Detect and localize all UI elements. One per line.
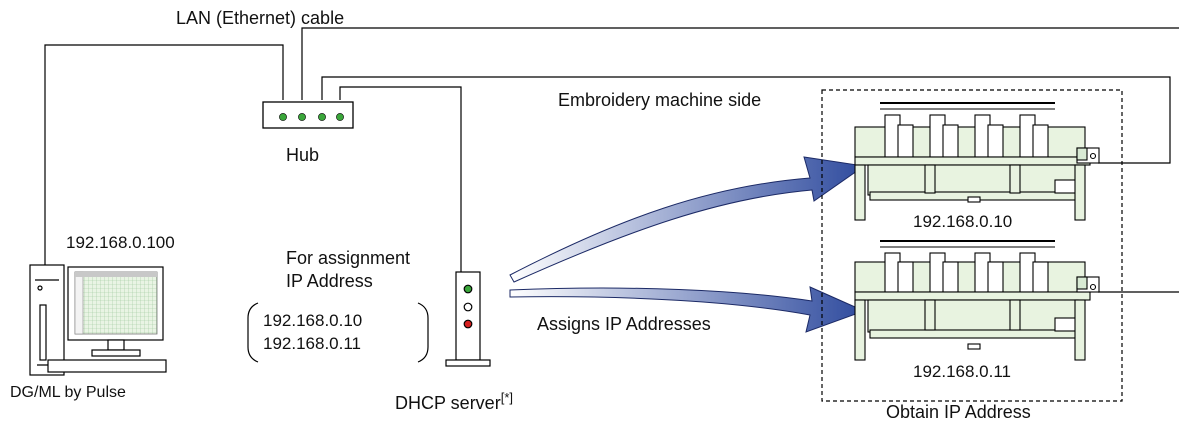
- ip-address-label: IP Address: [286, 271, 373, 291]
- cable-hub-to-dhcp: [339, 86, 462, 272]
- machine-side-box: [821, 89, 1123, 402]
- obtain-ip-label: Obtain IP Address: [886, 402, 1031, 422]
- machine-1-ip: 192.168.0.10: [913, 212, 1013, 231]
- assign-arrow-2: [509, 286, 866, 333]
- assign-arrow-1: [509, 156, 866, 283]
- cable-hub-to-machine2: [301, 27, 1179, 100]
- pool-ip-1: 192.168.0.10: [263, 311, 363, 330]
- cable-hub-to-machine1: [321, 76, 1171, 164]
- dhcp-server-icon: [445, 271, 491, 367]
- pc-tower: [29, 264, 65, 376]
- machine-2-ip: 192.168.0.11: [913, 362, 1011, 381]
- cable-pc-to-hub: [44, 44, 284, 290]
- for-assignment-label: For assignment: [286, 248, 411, 268]
- embroidery-machine-2: [854, 240, 1100, 361]
- dhcp-server-label: DHCP server[*]: [395, 390, 513, 414]
- dhcp-note: [*]: [500, 390, 513, 405]
- pc-ip-label: 192.168.0.100: [66, 233, 175, 252]
- hub-label: Hub: [286, 145, 320, 165]
- pool-ip-2: 192.168.0.11: [263, 334, 361, 353]
- lan-cable-label: LAN (Ethernet) cable: [176, 8, 345, 28]
- ip-pool-brackets: [247, 302, 429, 363]
- hub-device: [262, 101, 354, 129]
- machine-side-label: Embroidery machine side: [555, 90, 765, 111]
- embroidery-machine-1: [854, 102, 1100, 221]
- pc-icon: [29, 264, 167, 376]
- pc-name-label: DG/ML by Pulse: [10, 384, 126, 401]
- assigns-label: Assigns IP Addresses: [537, 314, 711, 334]
- pc-screen: [74, 271, 158, 335]
- lan-cables: [44, 27, 1179, 293]
- dhcp-server-text: DHCP server: [395, 393, 501, 413]
